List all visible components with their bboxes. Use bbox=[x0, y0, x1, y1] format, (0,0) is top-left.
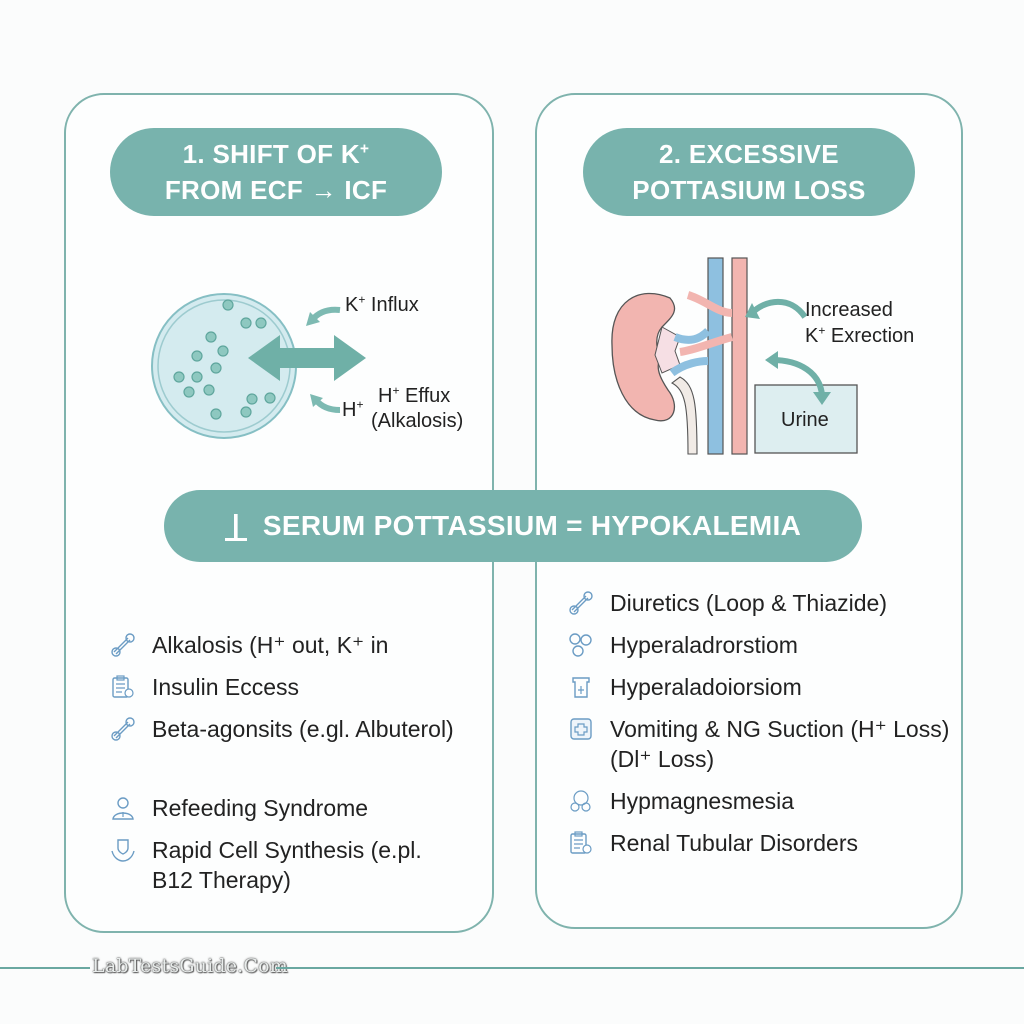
clipboard-icon bbox=[112, 675, 134, 698]
k-superscript: + bbox=[359, 140, 370, 158]
list-item: Renal Tubular Disorders bbox=[568, 828, 949, 858]
alkalosis-label: (Alkalosis) bbox=[371, 410, 464, 432]
list-item: Insulin Eccess bbox=[110, 672, 454, 702]
renal-vein-branch bbox=[673, 328, 711, 344]
exchange-double-arrow bbox=[248, 335, 366, 381]
k-symbol: K bbox=[345, 294, 359, 316]
capsule-icon bbox=[569, 591, 593, 615]
medical-box-icon bbox=[570, 718, 592, 740]
list-item: Diuretics (Loop & Thiazide) bbox=[568, 588, 949, 618]
list-item-text: Refeeding Syndrome bbox=[152, 795, 369, 821]
urine-arrow-head-top bbox=[765, 351, 778, 369]
list-item: Refeeding Syndrome bbox=[110, 793, 422, 823]
influx-arrow-head bbox=[306, 312, 320, 326]
effux-arrow bbox=[313, 398, 341, 413]
h-effux-symbol: H bbox=[378, 385, 393, 407]
footer-divider-right bbox=[276, 967, 1024, 969]
h-side-label: H+ bbox=[342, 397, 363, 423]
h-effux-plus: + bbox=[392, 383, 400, 398]
k-plus: + bbox=[358, 292, 366, 307]
vein bbox=[707, 257, 724, 455]
kidney-diagram bbox=[611, 257, 858, 455]
list-item: Rapid Cell Synthesis (e.pl. B12 Therapy) bbox=[110, 835, 422, 895]
list-item-text: Insulin Eccess bbox=[152, 674, 300, 700]
k-influx-label: K+ Influx bbox=[345, 292, 419, 318]
jar-icon bbox=[572, 677, 590, 698]
excretion-label: K+ Exrection bbox=[805, 323, 914, 349]
ureter bbox=[670, 376, 698, 455]
list-item: Alkalosis (H⁺ out, K⁺ in bbox=[110, 630, 454, 660]
list-item-text: Renal Tubular Disorders bbox=[610, 830, 859, 856]
footer-divider-left bbox=[0, 967, 90, 969]
list-item: Beta-agonsits (e.gl. Albuterol) bbox=[110, 714, 454, 744]
h-effux-label: H+ Effux bbox=[378, 383, 450, 409]
clipboard-icon bbox=[570, 831, 592, 854]
urine-label: Urine bbox=[781, 409, 829, 431]
loss-title-line1: 2. EXCESSIVE bbox=[659, 139, 839, 169]
excretion-k-symbol: K bbox=[805, 325, 819, 347]
footer-brand: LabTestsGuide.Com bbox=[92, 955, 289, 977]
effux-text: Effux bbox=[405, 385, 451, 407]
excretion-text: Exrection bbox=[830, 325, 915, 347]
loss-title-line2: POTTASIUM LOSS bbox=[632, 175, 866, 205]
shift-title-pill: 1. SHIFT OF K+ FROM ECF → ICF bbox=[110, 128, 442, 216]
capsule-icon bbox=[111, 717, 135, 741]
excretion-arrow-head bbox=[745, 303, 760, 319]
hypokalemia-banner-text: SERUM POTTASSIUM = HYPOKALEMIA bbox=[262, 510, 802, 541]
excretion-k-plus: + bbox=[818, 323, 826, 338]
cell-diagram bbox=[151, 293, 366, 439]
list-item-text: Diuretics (Loop & Thiazide) bbox=[610, 590, 887, 616]
list-item-text: Vomiting & NG Suction (H⁺ Loss) (Dl⁺ Los… bbox=[610, 716, 950, 772]
urine-box bbox=[754, 384, 858, 454]
list-item-text: Hypmagnesmesia bbox=[610, 788, 795, 814]
list-item: Hypmagnesmesia bbox=[568, 786, 949, 816]
list-item-text: Alkalosis (H⁺ out, K⁺ in bbox=[152, 632, 389, 658]
renal-vein-lower bbox=[669, 357, 709, 377]
hand-shield-icon bbox=[111, 839, 135, 862]
list-item-text: Hyperaladrorstiom bbox=[610, 632, 798, 658]
renal-artery-branch bbox=[679, 333, 734, 356]
list-item: Vomiting & NG Suction (H⁺ Loss) (Dl⁺ Los… bbox=[568, 714, 949, 774]
h-symbol: H bbox=[342, 399, 357, 421]
effux-arrow-head bbox=[310, 394, 323, 407]
increased-label: Increased bbox=[805, 299, 893, 321]
capsule-icon bbox=[111, 633, 135, 657]
decrease-icon: | bbox=[224, 510, 247, 541]
potassium-ions bbox=[173, 299, 276, 420]
list-item: Hyperaladoiorsiom bbox=[568, 672, 949, 702]
person-icon bbox=[112, 797, 134, 820]
shift-title-line2: FROM ECF → ICF bbox=[164, 175, 388, 205]
loss-title-pill: 2. EXCESSIVE POTTASIUM LOSS bbox=[583, 128, 915, 216]
shift-title-text: 1. SHIFT OF K bbox=[182, 139, 360, 169]
list-item-text: Beta-agonsits (e.gl. Albuterol) bbox=[152, 716, 454, 742]
excretion-arrow bbox=[749, 298, 808, 319]
globe-icon bbox=[570, 790, 591, 812]
h-plus: + bbox=[356, 397, 364, 412]
influx-text: Influx bbox=[370, 294, 419, 316]
loss-causes-list: Diuretics (Loop & Thiazide) Hyperaladrors… bbox=[568, 588, 949, 870]
cells-icon bbox=[569, 633, 592, 657]
list-item-text: Hyperaladoiorsiom bbox=[610, 674, 802, 700]
list-item: Hyperaladrorstiom bbox=[568, 630, 949, 660]
hypokalemia-banner: | SERUM POTTASSIUM = HYPOKALEMIA bbox=[164, 490, 862, 562]
shift-title-line1: 1. SHIFT OF K+ bbox=[183, 136, 370, 172]
artery bbox=[731, 257, 748, 455]
urine-arrow-head-bottom bbox=[813, 392, 831, 405]
list-item-text: Rapid Cell Synthesis (e.pl. B12 Therapy) bbox=[152, 837, 422, 893]
upper-branch bbox=[686, 291, 733, 317]
urine-arrow bbox=[771, 357, 825, 396]
